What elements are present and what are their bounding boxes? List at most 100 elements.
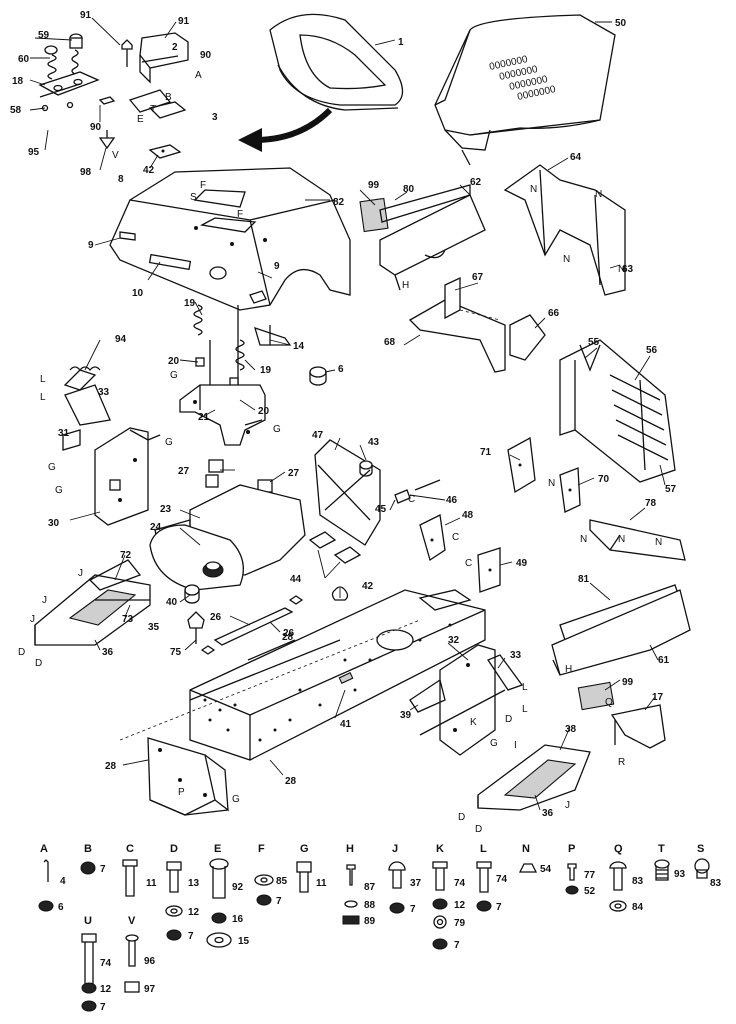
- callout-94: 94: [115, 334, 127, 345]
- callout-3: 3: [212, 112, 218, 123]
- svg-text:L: L: [40, 374, 46, 385]
- callout-8: 8: [118, 174, 124, 185]
- svg-text:D: D: [505, 714, 512, 725]
- callout-24: 24: [150, 522, 162, 533]
- callout-48: 48: [462, 510, 474, 521]
- svg-text:K: K: [470, 717, 477, 728]
- callout-21: 21: [198, 412, 210, 423]
- callout-75: 75: [170, 647, 182, 658]
- svg-text:87: 87: [364, 882, 376, 893]
- svg-text:U: U: [84, 915, 92, 927]
- callout-28: 28: [282, 632, 294, 643]
- svg-text:N: N: [530, 184, 537, 195]
- callout-59: 59: [38, 30, 50, 41]
- svg-text:96: 96: [144, 956, 156, 967]
- callout-33: 33: [510, 650, 522, 661]
- callout-10: 10: [132, 288, 144, 299]
- callout-55: 55: [588, 337, 600, 348]
- grille: [507, 339, 676, 513]
- svg-text:7: 7: [454, 940, 460, 951]
- svg-text:L: L: [522, 682, 528, 693]
- frame: [119, 589, 486, 761]
- callout-57: 57: [665, 484, 677, 495]
- callout-60: 60: [18, 54, 30, 65]
- hood: [434, 14, 616, 166]
- callout-14: 14: [293, 341, 305, 352]
- callout-42: 42: [362, 581, 374, 592]
- callout-73: 73: [122, 614, 134, 625]
- svg-text:D: D: [170, 843, 178, 855]
- svg-text:F: F: [237, 209, 243, 220]
- svg-text:7: 7: [100, 864, 106, 875]
- hardware-E: E 92 16 15: [206, 843, 250, 948]
- svg-text:92: 92: [232, 882, 244, 893]
- hardware-key: A 4 6 B 7 C 11 D 13 12 7: [38, 843, 722, 1013]
- dash-panel: [109, 167, 351, 311]
- svg-text:J: J: [42, 595, 47, 606]
- callout-17: 17: [652, 692, 664, 703]
- svg-text:G: G: [273, 424, 281, 435]
- svg-text:N: N: [548, 478, 555, 489]
- callout-26: 26: [283, 628, 295, 639]
- svg-text:C: C: [465, 558, 472, 569]
- svg-text:G: G: [55, 485, 63, 496]
- svg-text:D: D: [475, 824, 482, 835]
- callout-50: 50: [615, 18, 627, 29]
- hardware-B: B 7: [80, 843, 106, 875]
- svg-text:7: 7: [100, 1002, 106, 1013]
- callout-90: 90: [200, 50, 212, 61]
- callout-33: 33: [98, 387, 110, 398]
- svg-text:12: 12: [100, 984, 112, 995]
- callout-78: 78: [645, 498, 657, 509]
- svg-text:G: G: [300, 843, 309, 855]
- svg-text:N: N: [563, 254, 570, 265]
- svg-text:B: B: [84, 843, 92, 855]
- callout-28: 28: [105, 761, 117, 772]
- svg-text:D: D: [458, 812, 465, 823]
- reference-letters: F F S A B E T C C C G G G G G G G H H I …: [18, 70, 662, 835]
- svg-text:6: 6: [58, 902, 64, 913]
- svg-text:L: L: [480, 843, 487, 855]
- svg-text:P: P: [178, 787, 185, 798]
- svg-text:H: H: [402, 280, 409, 291]
- svg-text:N: N: [522, 843, 530, 855]
- callout-91: 91: [80, 10, 92, 21]
- svg-text:S: S: [190, 192, 197, 203]
- callout-2: 2: [172, 42, 178, 53]
- callout-9: 9: [274, 261, 280, 272]
- svg-text:11: 11: [316, 878, 327, 889]
- svg-text:N: N: [655, 537, 662, 548]
- svg-text:F: F: [258, 843, 265, 855]
- hardware-J: J 37 7: [388, 843, 422, 915]
- callout-66: 66: [548, 308, 560, 319]
- callout-68: 68: [384, 337, 396, 348]
- svg-text:N: N: [618, 534, 625, 545]
- callout-58: 58: [10, 105, 22, 116]
- lower-nose: [551, 519, 691, 749]
- callout-45: 45: [375, 504, 387, 515]
- svg-text:37: 37: [410, 878, 422, 889]
- hardware-L: L 74 7: [476, 843, 508, 913]
- svg-text:74: 74: [100, 958, 112, 969]
- front-bracket: [147, 737, 229, 816]
- callout-49: 49: [516, 558, 528, 569]
- svg-text:H: H: [565, 664, 572, 675]
- hardware-U: U 74 12 7: [81, 915, 112, 1013]
- callout-18: 18: [12, 76, 24, 87]
- callout-31: 31: [58, 428, 70, 439]
- center-hardware: [184, 584, 304, 661]
- callout-28: 28: [285, 776, 297, 787]
- svg-text:Q: Q: [605, 697, 613, 708]
- callout-99: 99: [622, 677, 634, 688]
- svg-text:G: G: [48, 462, 56, 473]
- callout-numbers: 1 50 91 91 2 90 59 60 18 58 95 90 3 98 8…: [10, 10, 677, 819]
- callout-44: 44: [290, 574, 302, 585]
- svg-text:7: 7: [188, 931, 194, 942]
- callout-41: 41: [340, 719, 352, 730]
- svg-text:16: 16: [232, 914, 244, 925]
- callout-39: 39: [400, 710, 412, 721]
- svg-text:88: 88: [364, 900, 376, 911]
- svg-text:P: P: [568, 843, 575, 855]
- right-brackets: [409, 644, 591, 811]
